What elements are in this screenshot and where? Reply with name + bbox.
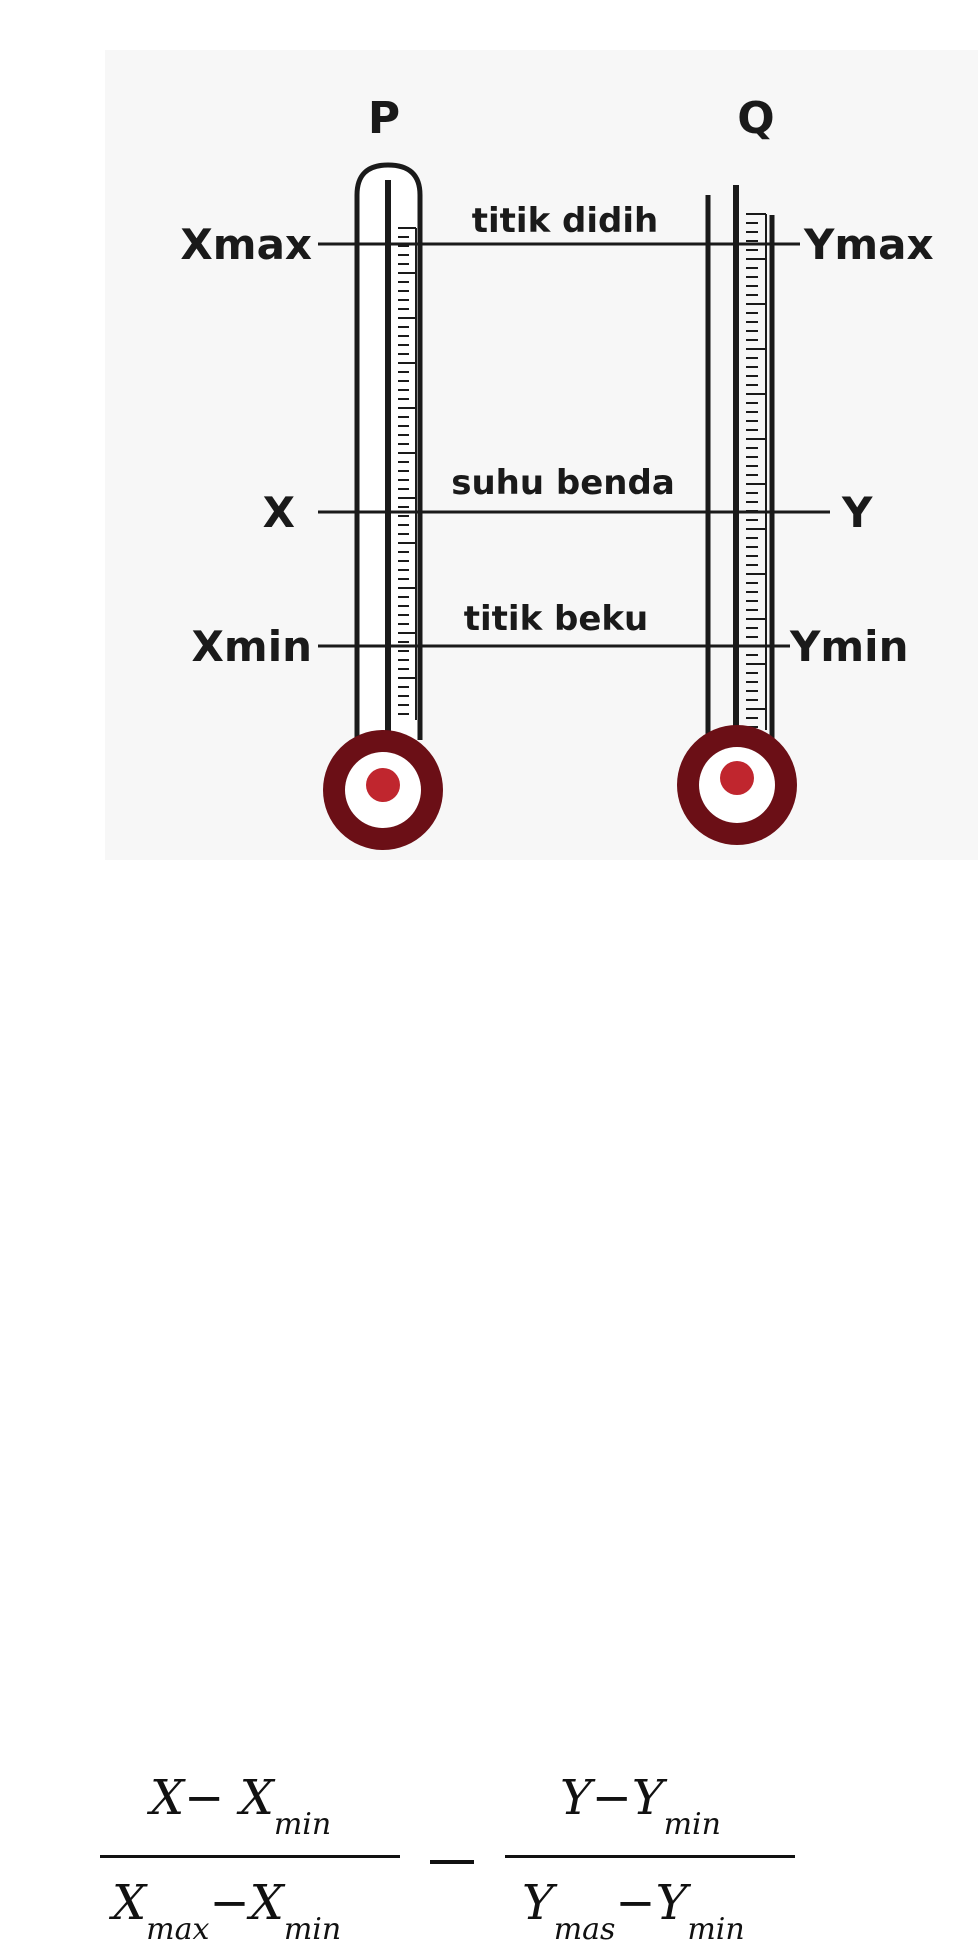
right-den-minus: − xyxy=(615,1875,656,1931)
left-num-minus: − xyxy=(184,1770,240,1826)
thermometer-p-scale xyxy=(398,227,417,720)
label-xmin: Xmin xyxy=(192,622,312,671)
label-p: P xyxy=(368,93,400,144)
label-xmax: Xmax xyxy=(180,220,312,269)
left-den-sub-max: max xyxy=(146,1912,210,1947)
right-num-term-y: Y xyxy=(560,1770,592,1826)
label-y: Y xyxy=(841,488,873,537)
left-denominator: Xmax−Xmin xyxy=(112,1875,341,1947)
label-ymax: Ymax xyxy=(803,220,934,269)
left-den-term-x: X xyxy=(112,1875,147,1931)
right-denominator: Ymas−Ymin xyxy=(522,1875,745,1947)
left-den-sub-min: min xyxy=(283,1912,342,1947)
right-num-term-y2: Y xyxy=(631,1770,664,1826)
thermometer-p-bulb-core xyxy=(366,768,400,802)
left-den-minus: − xyxy=(209,1875,250,1931)
left-fraction-bar xyxy=(100,1855,400,1858)
label-suhu-benda: suhu benda xyxy=(451,463,675,503)
thermometer-q-bulb-core xyxy=(720,761,754,795)
right-num-sub: min xyxy=(663,1807,721,1842)
right-numerator: Y−Ymin xyxy=(560,1770,721,1842)
right-den-term-y2: Y xyxy=(655,1875,688,1931)
right-fraction-bar xyxy=(505,1855,795,1858)
thermometer-q-scale xyxy=(746,213,767,730)
object-label-bg xyxy=(428,460,698,500)
left-num-term-x: X xyxy=(150,1770,185,1826)
right-num-minus: − xyxy=(591,1770,632,1826)
left-num-term-x2: X xyxy=(239,1770,274,1826)
right-den-sub-mas: mas xyxy=(553,1912,616,1947)
left-num-sub: min xyxy=(273,1807,332,1842)
label-ymin: Ymin xyxy=(789,622,908,671)
left-numerator: X− Xmin xyxy=(150,1770,331,1842)
equals-bar xyxy=(430,1860,474,1864)
label-titik-didih: titik didih xyxy=(472,201,658,241)
freezing-label-bg xyxy=(436,596,676,636)
thermometers-illustration: P Q Xmax X Xmin Ymax Y Ymin titik didih … xyxy=(105,50,978,860)
boiling-label-bg xyxy=(436,198,694,238)
left-den-term-x2: X xyxy=(249,1875,284,1931)
thermometer-q xyxy=(677,185,797,845)
right-den-term-y: Y xyxy=(522,1875,554,1931)
thermometer-diagram: P Q Xmax X Xmin Ymax Y Ymin titik didih … xyxy=(100,50,978,1947)
thermometer-p xyxy=(323,162,443,850)
diagram-background xyxy=(105,50,978,860)
right-den-sub-min: min xyxy=(687,1912,745,1947)
label-titik-beku: titik beku xyxy=(464,599,648,639)
label-q: Q xyxy=(737,93,774,144)
label-x: X xyxy=(263,488,295,537)
